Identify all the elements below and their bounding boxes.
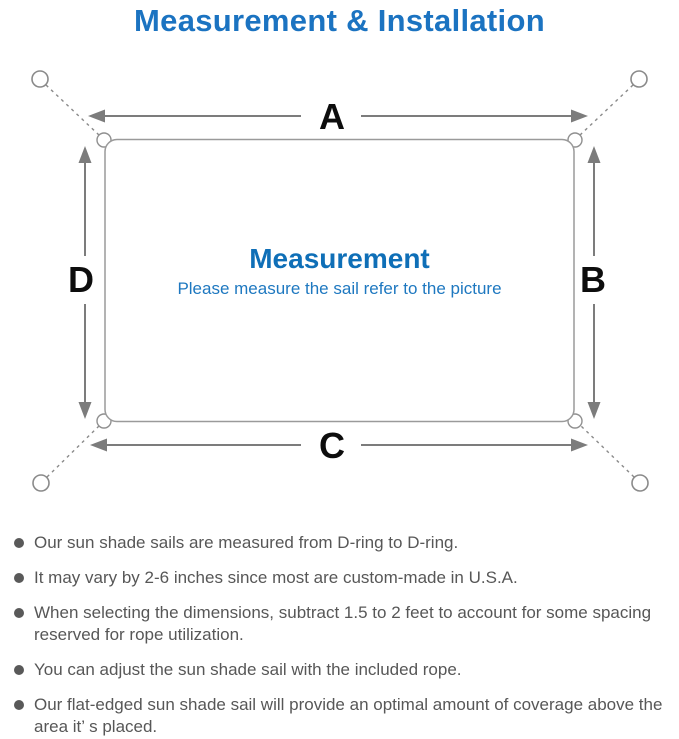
rope-line-bottom-right (579, 424, 635, 478)
anchor-point-icon-bottom-left (32, 474, 50, 492)
arrowhead-right-icon (571, 109, 588, 123)
dimension-arrow-c: C (90, 425, 588, 466)
arrowhead-down-icon (587, 402, 601, 419)
list-item: Our sun shade sails are measured from D-… (14, 532, 675, 554)
dimension-label-d: D (68, 259, 94, 300)
bullet-icon (14, 538, 24, 548)
anchor-point-icon-top-right (630, 70, 648, 88)
dimension-label-a: A (319, 96, 345, 137)
rope-line-top-left (45, 84, 101, 137)
bullet-icon (14, 608, 24, 618)
measurement-diagram: A C D B Measurement Please measure th (0, 60, 679, 520)
anchor-point-icon-bottom-right (631, 474, 649, 492)
diagram-subheading: Please measure the sail refer to the pic… (177, 279, 502, 298)
page-header: Measurement & Installation (0, 0, 679, 60)
sail-outline (104, 138, 575, 423)
dimension-arrow-d: D (68, 146, 94, 419)
bullet-icon (14, 665, 24, 675)
note-text: You can adjust the sun shade sail with t… (34, 660, 462, 679)
dimension-label-b: B (580, 259, 606, 300)
note-text: When selecting the dimensions, subtract … (34, 603, 652, 644)
arrowhead-up-icon (587, 146, 601, 163)
note-text: It may vary by 2-6 inches since most are… (34, 568, 518, 587)
sail-diagram-canvas: A C D B (31, 70, 649, 492)
note-text: Our sun shade sails are measured from D-… (34, 533, 459, 552)
note-text: Our flat-edged sun shade sail will provi… (34, 695, 663, 736)
dimension-arrow-a: A (88, 96, 588, 137)
bullet-icon (14, 700, 24, 710)
arrowhead-up-icon (78, 146, 92, 163)
arrowhead-left-icon (90, 438, 107, 452)
list-item: Our flat-edged sun shade sail will provi… (14, 694, 675, 738)
rope-line-bottom-left (46, 424, 101, 478)
list-item: It may vary by 2-6 inches since most are… (14, 567, 675, 589)
arrowhead-left-icon (88, 109, 105, 123)
list-item: You can adjust the sun shade sail with t… (14, 659, 675, 681)
list-item: When selecting the dimensions, subtract … (14, 602, 675, 646)
dimension-label-c: C (319, 425, 345, 466)
rope-line-top-right (578, 84, 634, 137)
arrowhead-right-icon (571, 438, 588, 452)
anchor-point-icon-top-left (31, 70, 49, 88)
dimension-arrow-b: B (580, 146, 606, 419)
arrowhead-down-icon (78, 402, 92, 419)
page-title: Measurement & Installation (134, 3, 545, 38)
bullet-icon (14, 573, 24, 583)
notes-list: Our sun shade sails are measured from D-… (0, 520, 679, 738)
diagram-heading: Measurement (249, 243, 430, 274)
